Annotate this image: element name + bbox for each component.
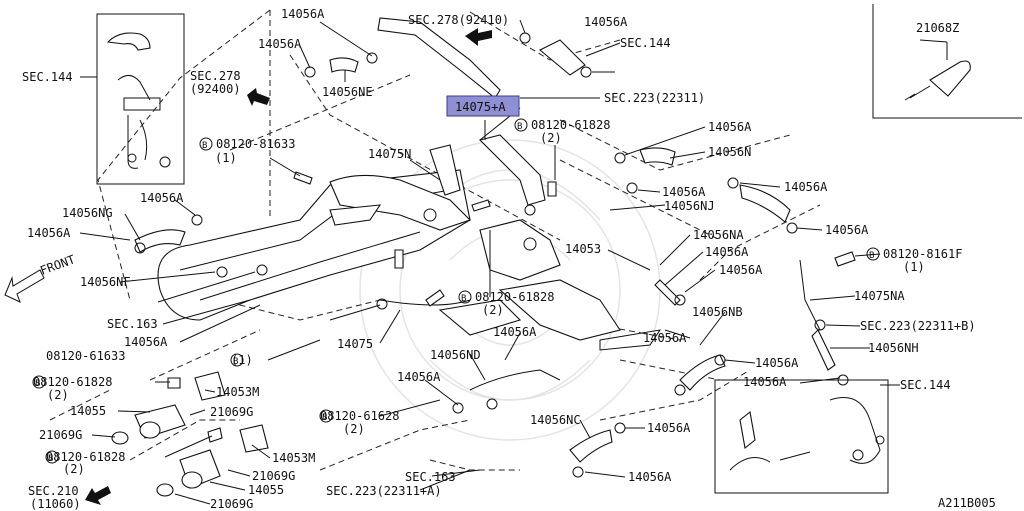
callout-label[interactable]: 14056A (643, 331, 687, 345)
front-arrow-icon (4, 269, 45, 303)
callout-label: SEC.144 (22, 70, 73, 84)
callout-label[interactable]: 14075+A (455, 100, 506, 114)
callout-label[interactable]: 14056NB (692, 305, 743, 319)
callout-label[interactable]: 14075 (337, 337, 373, 351)
callout-label[interactable]: 14056A (140, 191, 184, 205)
callout-label[interactable]: 14056A (258, 37, 302, 51)
callout-label: (2) (482, 303, 504, 317)
callout-label[interactable]: 14056NE (322, 85, 373, 99)
callout-label[interactable]: 08120-61828 (531, 118, 610, 132)
svg-text:B: B (48, 454, 53, 464)
callout-label: (1) (215, 151, 237, 165)
callout-label[interactable]: 08120-61628 (320, 409, 399, 423)
arrow-sec278-top-icon (465, 28, 492, 46)
callout-label[interactable]: 14056A (755, 356, 799, 370)
callout-label[interactable]: 14055 (248, 483, 284, 497)
callout-label[interactable]: 08120-81633 (216, 137, 295, 151)
callout-label[interactable]: 14056NC (530, 413, 581, 427)
callout-label[interactable]: 14053M (272, 451, 315, 465)
callout-label: SEC.223(22311+A) (326, 484, 442, 498)
inset-21068z (872, 4, 1022, 119)
callout-label: (11060) (30, 497, 81, 511)
callout-label[interactable]: 14075NA (854, 289, 905, 303)
svg-text:B: B (35, 379, 40, 389)
callout-label[interactable]: 14056A (647, 421, 691, 435)
callout-label[interactable]: 08120-61828 (46, 450, 125, 464)
lower-left-couplings (111, 371, 269, 497)
callout-label[interactable]: 14056A (705, 245, 749, 259)
highlighted-part-box[interactable] (446, 95, 520, 117)
direction-arrows (4, 28, 492, 505)
callout-label[interactable]: 14056A (784, 180, 828, 194)
callout-label[interactable]: 14056NJ (664, 199, 715, 213)
upper-pipes (134, 17, 836, 463)
callout-label[interactable]: 14056A (124, 335, 168, 349)
callout-label[interactable]: 14056A (27, 226, 71, 240)
svg-text:B: B (869, 251, 874, 261)
callout-label: SEC.163 (405, 470, 456, 484)
callout-label[interactable]: (1) (231, 353, 253, 367)
callout-label[interactable]: 14053M (216, 385, 259, 399)
callout-label[interactable]: 14056A (281, 7, 325, 21)
front-label: FRONT (38, 252, 77, 278)
callout-label[interactable]: 14056A (584, 15, 628, 29)
inset-sec144-left (96, 13, 185, 185)
callout-label: SEC.223(22311) (604, 91, 705, 105)
svg-text:B: B (517, 122, 522, 132)
callout-label: (2) (540, 131, 562, 145)
callout-label: SEC.278 (190, 69, 241, 83)
callout-label: SEC.210 (28, 484, 79, 498)
callout-label: (1) (903, 260, 925, 274)
callout-label: (2) (47, 388, 69, 402)
callout-label[interactable]: 21069G (252, 469, 295, 483)
bolts (167, 171, 856, 443)
callout-label: 08120-61633 (46, 349, 125, 363)
callout-label[interactable]: 14056NF (80, 275, 131, 289)
callout-label: SEC.144 (900, 378, 951, 392)
callout-label[interactable]: 08120-61828 (475, 290, 554, 304)
svg-text:B: B (322, 413, 327, 423)
callout-label[interactable]: 14056ND (430, 348, 481, 362)
callout-label[interactable]: 14056A (628, 470, 672, 484)
callout-label[interactable]: 14056A (719, 263, 763, 277)
callout-label[interactable]: SEC.223(22311+B) (860, 319, 976, 333)
callout-label[interactable]: 14053 (565, 242, 601, 256)
callout-label[interactable]: 08120-8161F (883, 247, 962, 261)
callout-label[interactable]: 14056A (493, 325, 537, 339)
callout-label[interactable]: 14056NA (693, 228, 744, 242)
callout-label[interactable]: 08120-61828 (33, 375, 112, 389)
callout-label: (2) (343, 422, 365, 436)
callout-label[interactable]: 14056NG (62, 206, 113, 220)
callout-label[interactable]: 14056NH (868, 341, 919, 355)
arrow-sec210-icon (85, 486, 111, 505)
callout-label[interactable]: 14075N (368, 147, 411, 161)
heat-shield-assembly (157, 144, 621, 341)
callout-label[interactable]: 14056A (825, 223, 869, 237)
callout-label: (92400) (190, 82, 241, 96)
callout-label[interactable]: 21069G (210, 405, 253, 419)
callout-label: SEC.144 (620, 36, 671, 50)
callout-label[interactable]: 21069G (210, 497, 253, 511)
callout-label[interactable]: 14056A (743, 375, 787, 389)
callout-label[interactable]: 14056A (708, 120, 752, 134)
callout-label: SEC.278(92410) (408, 13, 509, 27)
inset-sec144-right (714, 379, 889, 494)
callout-label: SEC.163 (107, 317, 158, 331)
callout-label[interactable]: 14056A (662, 185, 706, 199)
leader-lines (79, 19, 948, 505)
svg-text:B: B (202, 141, 207, 151)
callout-label[interactable]: 14055 (70, 404, 106, 418)
callout-label: (2) (63, 462, 85, 476)
bolt-symbol-icons: B B B B B B B B (32, 118, 880, 464)
inset-part-label[interactable]: 21068Z (916, 21, 959, 35)
callout-label[interactable]: 21069G (39, 428, 82, 442)
svg-text:B: B (233, 357, 238, 367)
arrow-sec278-left-icon (247, 88, 270, 106)
callout-label[interactable]: 14056A (397, 370, 441, 384)
diagram-id-label: A211B005 (938, 496, 996, 510)
callout-label[interactable]: 14056N (708, 145, 751, 159)
svg-text:B: B (461, 294, 466, 304)
